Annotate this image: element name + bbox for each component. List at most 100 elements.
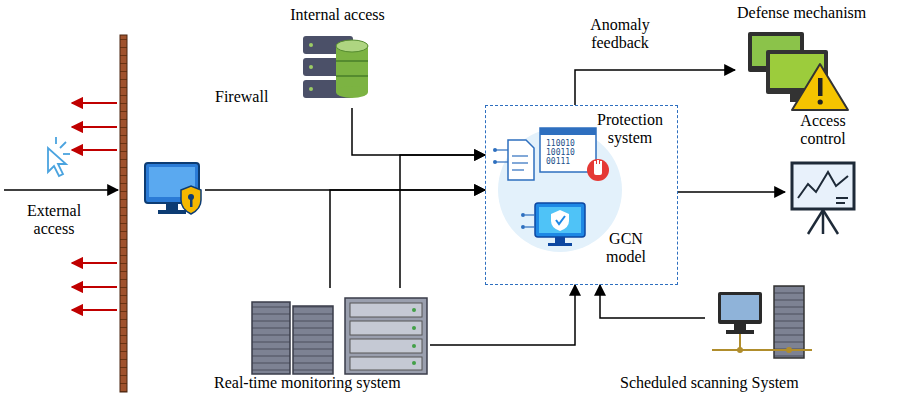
binary-code: 100110 [546, 148, 575, 157]
protection-illustration-part [508, 140, 534, 180]
node-label: Internal access [285, 6, 390, 24]
scanning-system-icon-part [734, 324, 746, 330]
monitoring-servers-icon-part [350, 339, 422, 353]
protection-illustration-part [548, 243, 572, 246]
access-control-chart-icon-part [836, 197, 848, 199]
component-node: Real-time monitoring system [214, 288, 430, 396]
blocked-arrows-part [72, 102, 117, 104]
protection-illustration-part [597, 160, 599, 166]
binary-code: 00111 [546, 157, 570, 166]
protection-illustration-part [525, 226, 535, 227]
scanning-system-icon-part [774, 286, 804, 358]
scanning-system-icon-part [712, 349, 812, 351]
blocked-arrows-part [72, 286, 117, 288]
access-control-chart-icon-part [822, 210, 825, 234]
monitoring-servers-icon-part [350, 321, 422, 335]
protection-illustration-part [498, 128, 622, 252]
firewall-monitor-icon-part [145, 163, 199, 203]
node-label: Protection system [589, 111, 671, 148]
defense-monitors-icon [748, 32, 848, 110]
protection-illustration-part [493, 148, 497, 152]
monitoring-servers-icon-part [293, 306, 333, 374]
cursor-icon [48, 137, 70, 176]
monitoring-servers-icon-part [252, 302, 290, 374]
access-control-chart-icon-part [836, 202, 845, 204]
server-database-icon-part [336, 86, 368, 98]
server-database-icon [303, 36, 368, 98]
monitoring-servers-icon [252, 298, 427, 374]
access-control-chart-icon [792, 163, 854, 234]
protection-illustration-part [512, 162, 528, 163]
flow-arrow [352, 108, 485, 155]
server-database-icon-part [309, 65, 313, 69]
monitoring-servers-icon-part [350, 357, 422, 370]
scanning-system-icon-part [737, 347, 743, 353]
protection-illustration-part [512, 169, 524, 170]
component-node: Access control [785, 110, 870, 236]
firewall-wall [120, 35, 127, 392]
component-node: External access [4, 140, 104, 244]
firewall-monitor-icon [145, 163, 201, 214]
server-database-icon-part [336, 60, 368, 62]
flow-arrow [678, 191, 785, 193]
protection-illustration-part [540, 128, 596, 135]
scanning-system-icon-part [721, 295, 759, 320]
node-label: Scheduled scanning System [620, 374, 799, 392]
protection-illustration-part [512, 155, 528, 156]
component-node: Scheduled scanning System [705, 282, 835, 396]
system-box: Protection systemGCN model [485, 105, 678, 285]
access-control-chart-icon-part [808, 210, 823, 234]
component-node: Firewall [118, 35, 205, 392]
monitoring-servers-icon-part [350, 303, 422, 317]
firewall-monitor-icon-part [158, 210, 186, 214]
monitoring-servers-icon-part [412, 344, 416, 348]
cursor-icon-part [60, 142, 66, 148]
edge-label: Anomaly feedback [583, 16, 657, 53]
node-label: External access [19, 202, 89, 239]
monitoring-servers-icon-part [345, 298, 427, 374]
firewall-monitor-icon-part [190, 199, 193, 207]
scanning-system-icon [712, 286, 812, 358]
defense-monitors-icon-part [792, 64, 848, 110]
cursor-icon-part [63, 153, 70, 155]
protection-illustration-part [525, 214, 535, 215]
flow-arrow [430, 285, 575, 345]
server-database-icon-part [336, 40, 368, 52]
firewall-wall-part [120, 35, 127, 392]
protection-illustration-part [587, 159, 609, 181]
access-control-chart-icon-part [823, 210, 838, 234]
protection-illustration-part [556, 216, 565, 224]
blocked-arrows-part [72, 262, 117, 264]
scanning-system-icon-part [786, 347, 792, 353]
server-database-icon-part [309, 43, 313, 47]
blocked-arrows-part [72, 149, 117, 151]
protection-illustration-part [535, 203, 585, 237]
blocked-arrows-part [72, 126, 117, 128]
defense-monitors-icon-part [818, 99, 823, 104]
monitoring-servers-icon-part [412, 361, 416, 365]
node-label: Firewall [215, 88, 268, 106]
flow-arrow [330, 190, 485, 288]
node-label: Real-time monitoring system [214, 374, 401, 392]
scanning-system-icon-part [718, 292, 762, 324]
server-database-icon-part [309, 87, 313, 91]
protection-illustration-part [594, 161, 596, 167]
node-label: GCN model [598, 230, 654, 267]
protection-illustration-part [540, 128, 596, 172]
flow-arrow [4, 189, 118, 191]
cursor-icon-part [55, 137, 57, 144]
node-label: Defense mechanism [737, 4, 866, 22]
firewall-monitor-icon-part [181, 186, 201, 214]
monitoring-servers-icon-part [412, 326, 416, 330]
flow-arrow [575, 70, 735, 105]
protection-illustration-part [493, 160, 497, 164]
protection-illustration-part [600, 161, 602, 167]
blocked-arrows-part [72, 309, 117, 311]
protection-illustration-part [555, 237, 565, 243]
protection-illustration-part [521, 213, 525, 217]
protection-illustration [493, 128, 622, 252]
flow-arrow [400, 155, 485, 288]
